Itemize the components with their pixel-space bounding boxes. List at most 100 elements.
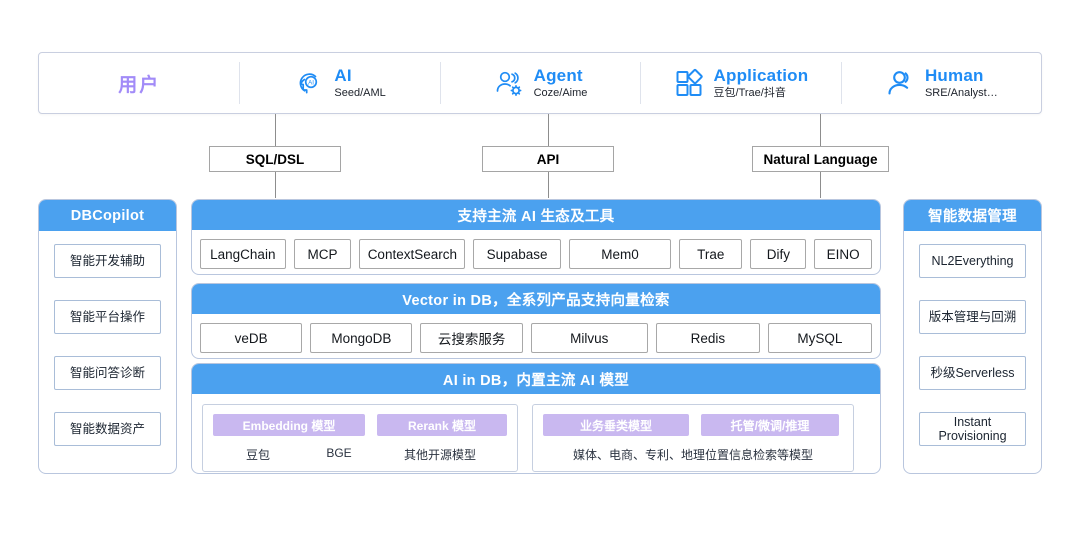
data-management-item-1[interactable]: 版本管理与回溯 (919, 300, 1026, 334)
ecosystem-chip-dify-label: Dify (766, 246, 790, 262)
vector-chip-mysql[interactable]: MySQL (767, 323, 872, 353)
dbcopilot-item-3-label: 智能数据资产 (69, 421, 145, 436)
panel-intelligent-data-management-header: 智能数据管理 (904, 200, 1041, 231)
persona-agent-name: Agent (533, 65, 583, 85)
data-management-item-2-label: 秒级Serverless (930, 365, 1015, 380)
ecosystem-chip-contextsearch-label: ContextSearch (367, 246, 457, 262)
ecosystem-chip-mcp[interactable]: MCP (293, 239, 352, 269)
vector-chip-redis-label: Redis (690, 330, 726, 346)
protocol-box-natural-language[interactable]: Natural Language (752, 146, 889, 172)
panel-vector-in-db-title: Vector in DB，全系列产品支持向量检索 (402, 292, 670, 309)
model-group-left-badges: Embedding 模型 Rerank 模型 (213, 414, 507, 436)
persona-agent-sub: Coze/Aime (533, 87, 588, 100)
persona-ai-sub: Seed/AML (334, 87, 386, 100)
vector-chip-mysql-label: MySQL (797, 330, 843, 346)
ecosystem-chip-mem0-label: Mem0 (601, 246, 639, 262)
persona-ai[interactable]: AI AI Seed/AML (239, 53, 439, 113)
protocol-box-api[interactable]: API (482, 146, 614, 172)
vector-chip-mongodb-label: MongoDB (331, 330, 392, 346)
protocol-box-sql[interactable]: SQL/DSL (209, 146, 341, 172)
persona-bar: 用户 AI AI Seed/AML (38, 52, 1042, 114)
data-management-item-3[interactable]: Instant Provisioning (919, 412, 1026, 446)
data-management-item-0[interactable]: NL2Everything (919, 244, 1026, 278)
persona-ai-text: AI Seed/AML (334, 65, 386, 100)
dbcopilot-item-2[interactable]: 智能问答诊断 (54, 356, 161, 390)
ecosystem-chip-mcp-label: MCP (307, 246, 338, 262)
vector-chip-row: veDB MongoDB 云搜索服务 Milvus Redis MySQL (192, 314, 880, 358)
ecosystem-chip-trae[interactable]: Trae (679, 239, 743, 269)
panel-dbcopilot-header: DBCopilot (39, 200, 176, 231)
human-person-icon (884, 67, 916, 99)
panel-ai-ecosystem-header: 支持主流 AI 生态及工具 (192, 200, 880, 230)
protocol-label-api: API (536, 151, 560, 167)
badge-vertical-business-model-label: 业务垂类模型 (579, 418, 652, 433)
model-group-right: 业务垂类模型 托管/微调/推理 媒体、电商、专利、地理位置信息检索等模型 (532, 404, 854, 472)
model-group-right-subs: 媒体、电商、专利、地理位置信息检索等模型 (543, 446, 843, 463)
data-management-item-1-label: 版本管理与回溯 (928, 309, 1017, 324)
badge-embedding-model-label: Embedding 模型 (242, 418, 336, 433)
dbcopilot-item-0[interactable]: 智能开发辅助 (54, 244, 161, 278)
persona-users-label: 用户 (118, 74, 161, 96)
panel-vector-in-db-header: Vector in DB，全系列产品支持向量检索 (192, 284, 880, 314)
agent-gear-icon (493, 67, 525, 99)
persona-application[interactable]: Application 豆包/Trae/抖音 (640, 53, 840, 113)
vector-chip-milvus[interactable]: Milvus (530, 323, 648, 353)
panel-dbcopilot: DBCopilot 智能开发辅助 智能平台操作 智能问答诊断 智能数据资产 (38, 199, 177, 474)
app-grid-icon (673, 67, 705, 99)
panel-intelligent-data-management: 智能数据管理 NL2Everything 版本管理与回溯 秒级Serverles… (903, 199, 1042, 474)
protocol-label-natural-language: Natural Language (763, 151, 878, 167)
persona-human-name: Human (924, 65, 984, 85)
vector-chip-milvus-label: Milvus (570, 330, 609, 346)
vector-chip-redis[interactable]: Redis (655, 323, 760, 353)
data-management-item-2[interactable]: 秒级Serverless (919, 356, 1026, 390)
panel-dbcopilot-title: DBCopilot (70, 207, 145, 224)
ai-head-icon: AI (293, 67, 325, 99)
model-sub-domain-list: 媒体、电商、专利、地理位置信息检索等模型 (572, 448, 813, 462)
dbcopilot-item-1-label: 智能平台操作 (69, 309, 145, 324)
persona-ai-name: AI (334, 65, 352, 85)
panel-ai-in-db-header: AI in DB，内置主流 AI 模型 (192, 364, 880, 394)
persona-human-sub: SRE/Analyst… (924, 87, 998, 100)
vector-chip-vedb-label: veDB (234, 330, 268, 346)
ecosystem-chip-langchain[interactable]: LangChain (200, 239, 286, 269)
ecosystem-chip-eino[interactable]: EINO (814, 239, 873, 269)
badge-hosting-finetune-inference[interactable]: 托管/微调/推理 (701, 414, 839, 436)
ecosystem-chip-contextsearch[interactable]: ContextSearch (359, 239, 466, 269)
model-sub-doubao: 豆包 (245, 448, 270, 462)
persona-application-name: Application (713, 65, 809, 85)
protocol-label-sql: SQL/DSL (245, 151, 305, 167)
vector-chip-mongodb[interactable]: MongoDB (310, 323, 413, 353)
badge-embedding-model[interactable]: Embedding 模型 (213, 414, 365, 436)
model-sub-bge: BGE (326, 446, 352, 460)
model-sub-open-source: 其他开源模型 (403, 448, 476, 462)
ecosystem-chip-supabase[interactable]: Supabase (473, 239, 561, 269)
ai-ecosystem-chip-row: LangChain MCP ContextSearch Supabase Mem… (192, 230, 880, 274)
badge-rerank-model-label: Rerank 模型 (407, 418, 477, 433)
dbcopilot-item-1[interactable]: 智能平台操作 (54, 300, 161, 334)
badge-vertical-business-model[interactable]: 业务垂类模型 (543, 414, 689, 436)
panel-ai-ecosystem: 支持主流 AI 生态及工具 LangChain MCP ContextSearc… (191, 199, 881, 275)
dbcopilot-item-3[interactable]: 智能数据资产 (54, 412, 161, 446)
svg-text:AI: AI (308, 80, 314, 87)
vector-chip-cloudsearch[interactable]: 云搜索服务 (420, 323, 523, 353)
panel-ai-in-db-title: AI in DB，内置主流 AI 模型 (442, 372, 630, 389)
panel-intelligent-data-management-body: NL2Everything 版本管理与回溯 秒级Serverless Insta… (904, 231, 1041, 458)
persona-agent[interactable]: Agent Coze/Aime (439, 53, 640, 113)
vector-chip-vedb[interactable]: veDB (200, 323, 303, 353)
panel-intelligent-data-management-title: 智能数据管理 (928, 209, 1017, 225)
panel-ai-ecosystem-title: 支持主流 AI 生态及工具 (457, 208, 615, 225)
dbcopilot-item-0-label: 智能开发辅助 (69, 253, 145, 268)
persona-human-text: Human SRE/Analyst… (924, 65, 998, 100)
vector-chip-cloudsearch-label: 云搜索服务 (437, 332, 506, 347)
ecosystem-chip-dify[interactable]: Dify (750, 239, 807, 269)
persona-application-text: Application 豆包/Trae/抖音 (713, 65, 809, 100)
badge-hosting-finetune-inference-label: 托管/微调/推理 (730, 418, 810, 433)
panel-vector-in-db: Vector in DB，全系列产品支持向量检索 veDB MongoDB 云搜… (191, 283, 881, 359)
persona-human[interactable]: Human SRE/Analyst… (840, 53, 1041, 113)
ecosystem-chip-mem0[interactable]: Mem0 (568, 239, 672, 269)
ecosystem-chip-eino-label: EINO (826, 246, 860, 262)
badge-rerank-model[interactable]: Rerank 模型 (377, 414, 507, 436)
dbcopilot-item-2-label: 智能问答诊断 (69, 365, 145, 380)
persona-agent-text: Agent Coze/Aime (533, 65, 588, 100)
